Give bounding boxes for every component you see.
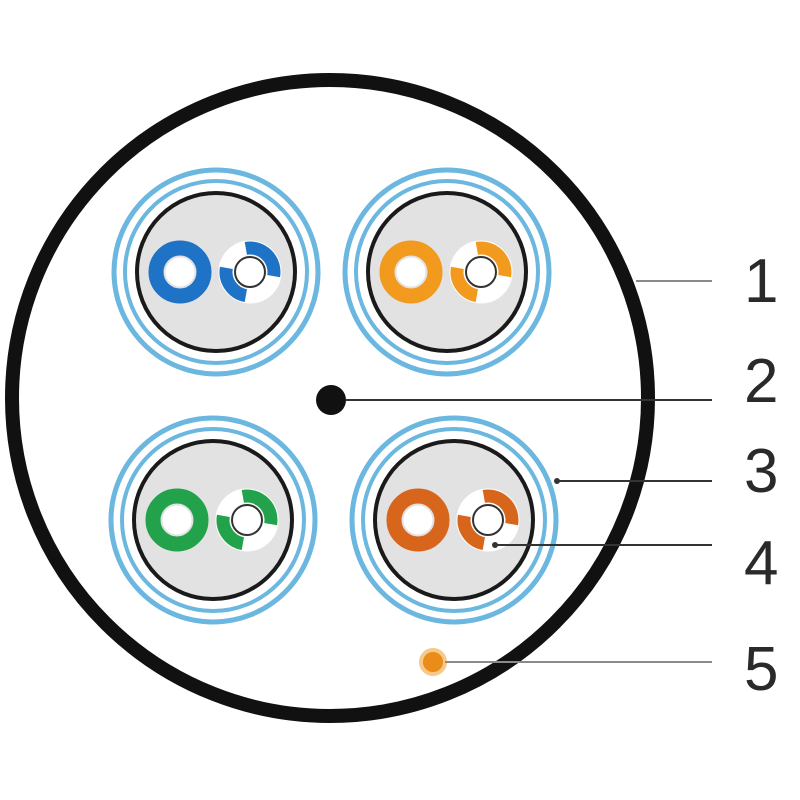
callout-number-4: 4 — [744, 529, 778, 598]
pair-top-left — [111, 167, 321, 377]
pair-bottom-right — [349, 415, 559, 625]
conductor-stripe — [219, 266, 248, 303]
pair-bottom-left — [108, 415, 318, 625]
solid-conductor-insulation — [148, 240, 212, 304]
twisted-pairs — [108, 167, 559, 625]
callout-number-3: 3 — [744, 437, 778, 506]
callout-number-5: 5 — [744, 635, 778, 704]
conductor-stripe — [475, 241, 512, 278]
conductor-stripe — [216, 514, 245, 551]
conductor-stripe — [457, 514, 486, 551]
callout-number-1: 1 — [744, 247, 778, 316]
solid-conductor-insulation — [379, 240, 443, 304]
pair-wrap — [132, 439, 294, 601]
conductor-stripe — [482, 489, 519, 526]
ripcord — [419, 648, 447, 676]
striped-conductor-core — [234, 256, 266, 288]
solid-conductor-core — [403, 505, 433, 535]
solid-conductor-insulation — [145, 488, 209, 552]
pair-wrap — [135, 191, 297, 353]
pair-top-right — [342, 167, 552, 377]
pair-wrap — [366, 191, 528, 353]
solid-conductor-insulation — [386, 488, 450, 552]
striped-conductor-core — [465, 256, 497, 288]
leader-dot-4 — [492, 542, 498, 548]
solid-conductor-core — [162, 505, 192, 535]
conductor-stripe — [241, 489, 278, 526]
solid-conductor-core — [165, 257, 195, 287]
solid-conductor-core — [396, 257, 426, 287]
conductor-stripe — [450, 266, 479, 303]
drain-wire — [316, 385, 346, 415]
callout-number-2: 2 — [744, 347, 778, 416]
striped-conductor-core — [472, 504, 504, 536]
pair-wrap — [373, 439, 535, 601]
leader-dot-3 — [554, 478, 560, 484]
striped-conductor-core — [231, 504, 263, 536]
conductor-stripe — [244, 241, 281, 278]
